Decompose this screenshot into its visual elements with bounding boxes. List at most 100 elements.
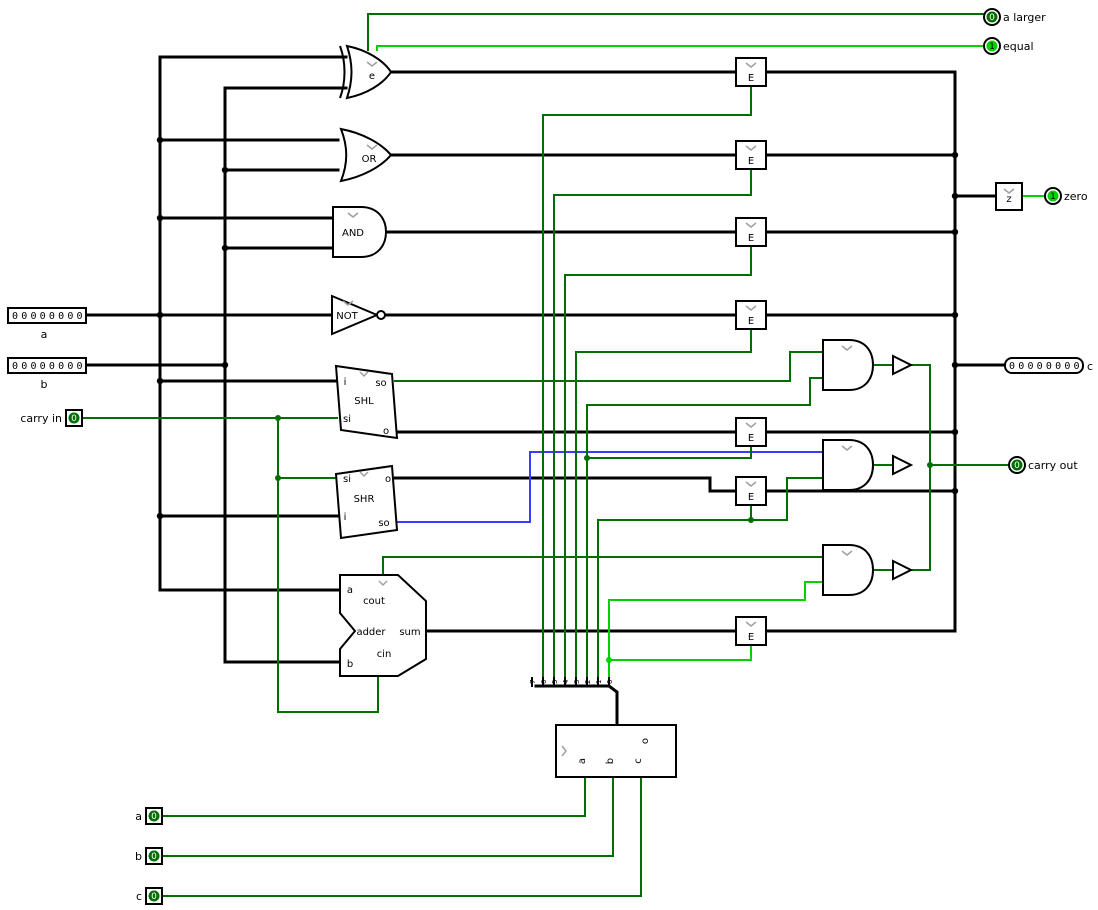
splitter-bit-label: 3 [573,680,581,684]
pin-a-label: a [41,328,48,341]
zero-value: 1 [1050,192,1056,202]
pin-sel-b[interactable]: b 0 [135,847,163,865]
or-gate[interactable]: OR [339,127,393,183]
net-carry-in [81,417,379,713]
enabler-not[interactable]: E [735,300,767,330]
shl-port-o: o [383,426,389,437]
shl-shifter[interactable]: i so SHL si o [334,364,399,440]
enabler-shr[interactable]: E [735,476,767,506]
pin-output-c[interactable]: 00000000 c [1004,357,1093,374]
splitter-bit-label: 1 [595,680,603,684]
xor-gate-label: e [369,71,375,82]
adder-port-a: a [347,585,353,596]
enabler-label: E [748,233,754,244]
shl-port-so: so [375,378,386,389]
adder-port-b: b [347,659,353,670]
zero-detector-label: z [1006,194,1011,205]
xor-gate[interactable]: e [339,44,393,100]
carry-and-add[interactable] [822,544,875,596]
enabler-e[interactable]: E [735,57,767,87]
net-carry-out [910,364,1010,571]
carry-in-value: 0 [71,414,77,424]
facing-chevron [342,300,354,306]
zero-label: zero [1064,190,1088,203]
shr-port-o: o [385,474,391,485]
adder-port-sum: sum [399,627,420,638]
not-bubble [376,310,386,320]
enabler-or[interactable]: E [735,140,767,170]
enabler-label: E [748,316,754,327]
pin-carry-in[interactable]: carry in 0 [20,409,83,427]
enabler-and[interactable]: E [735,217,767,247]
enabler-label: E [748,632,754,643]
carry-buffer-shr[interactable] [892,454,914,476]
carry-buffer-shl[interactable] [892,354,914,376]
pin-equal[interactable]: 1 equal [983,37,1034,55]
shl-port-i: i [344,377,347,388]
facing-chevron [366,144,378,150]
shr-port-so: so [378,518,389,529]
facing-chevron [745,145,757,151]
pin-c-label: c [1087,360,1093,373]
splitter-bit-label: 2 [584,680,592,684]
carry-and-shr[interactable] [822,439,875,491]
net-sel-c [161,776,642,897]
pin-carry-out[interactable]: 0 carry out [1008,456,1078,474]
net-shl-shift-out [394,351,824,382]
pin-zero[interactable]: 1 zero [1044,187,1088,205]
a-larger-value: 0 [989,13,995,23]
net-adder-cout [382,556,824,576]
net-enable-and [564,245,752,678]
pin-a-larger[interactable]: 0 a larger [983,8,1046,26]
facing-chevron [359,471,369,478]
enabler-shl[interactable]: E [735,417,767,447]
enabler-label: E [748,492,754,503]
wires [81,13,1046,897]
net-sel-b [161,776,614,857]
net-sel-a [161,776,586,817]
pin-sel-c[interactable]: c 0 [136,887,163,905]
carry-and-shl[interactable] [822,339,875,391]
adder-port-cin: cin [377,649,392,660]
shr-port-i: i [344,512,347,523]
carry-in-label: carry in [20,412,62,425]
facing-chevron [745,422,757,428]
pin-input-b[interactable]: 00000000 b [7,357,87,391]
pin-b-value: 00000000 [12,361,86,372]
a-larger-label: a larger [1003,11,1046,24]
not-gate-label: NOT [336,311,358,322]
net-bus-b [84,86,348,664]
not-gate[interactable]: NOT [331,294,386,336]
and-gate[interactable]: AND [332,206,388,258]
decoder[interactable]: o a b c [555,724,677,778]
decoder-port-b: b [605,758,616,764]
splitter-legs [531,677,610,687]
splitter-bit-label: 6 [540,679,548,684]
facing-chevron [841,445,853,451]
pin-input-a[interactable]: 00000000 a [7,307,87,341]
and-gate-label: AND [342,228,364,239]
enabler-add[interactable]: E [735,616,767,646]
net-shr-out [393,476,738,493]
decoder-port-o: o [640,738,651,744]
decoder-port-a: a [577,758,588,764]
adder[interactable]: a cout adder sum cin b [339,574,427,677]
net-enable-or [553,168,752,678]
facing-chevron [745,62,757,68]
carry-buffer-add[interactable] [892,559,914,581]
net-enable-e [542,85,752,678]
net-enable-add [608,581,824,678]
splitter-bit-label: 0 [606,680,614,684]
enabler-label: E [748,156,754,167]
splitter[interactable]: 7 6 5 4 3 2 1 0 [529,677,614,687]
facing-chevron [745,621,757,627]
shr-shifter[interactable]: si o SHR i so [334,464,399,540]
facing-chevron [359,371,369,378]
facing-chevron [745,481,757,487]
zero-detector[interactable]: z [995,182,1023,211]
net-equal [376,45,986,51]
pin-sel-a[interactable]: a 0 [135,807,163,825]
junction-dots [156,136,959,663]
carry-out-value: 0 [1014,461,1020,471]
